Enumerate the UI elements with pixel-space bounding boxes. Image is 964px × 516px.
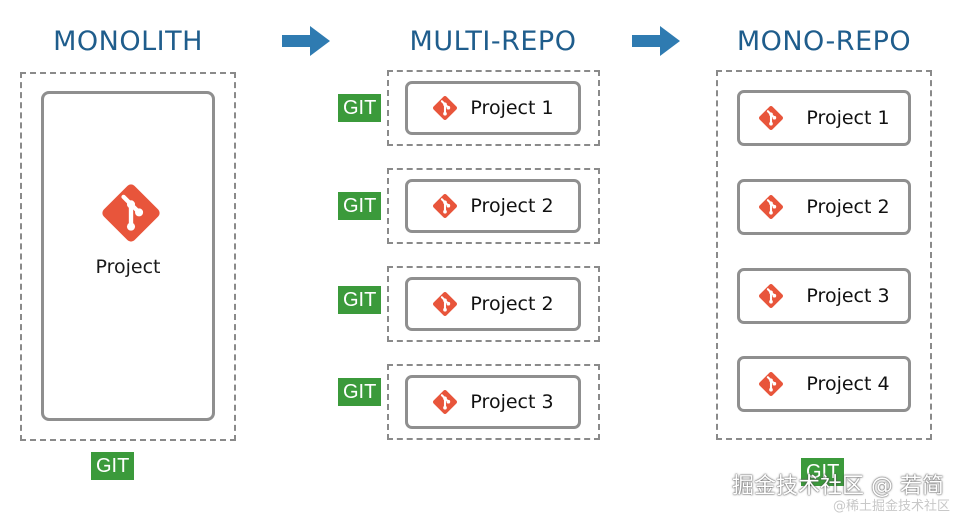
git-logo-icon bbox=[759, 371, 784, 397]
mono-repo-title: MONO-REPO bbox=[736, 26, 912, 57]
multi-repo-project-card-4: Project 3 bbox=[405, 375, 581, 429]
project-label: Project 1 bbox=[470, 97, 554, 119]
project-label: Project 2 bbox=[470, 195, 554, 217]
project-label: Project 3 bbox=[806, 285, 890, 307]
multi-repo-boundary-4 bbox=[387, 364, 600, 440]
git-logo-icon bbox=[759, 105, 784, 131]
multi-repo-git-badge-4: GIT bbox=[338, 378, 382, 406]
multi-repo-boundary-2 bbox=[387, 168, 600, 244]
watermark-sub: @稀土掘金技术社区 bbox=[832, 499, 950, 514]
multi-repo-title: MULTI-REPO bbox=[409, 26, 577, 57]
project-label: Project 4 bbox=[806, 373, 890, 395]
multi-repo-git-badge-1: GIT bbox=[338, 94, 382, 122]
mono-repo-git-badge: GIT bbox=[801, 458, 845, 486]
git-logo-icon bbox=[433, 95, 458, 121]
git-logo-icon bbox=[759, 194, 784, 220]
monolith-git-badge: GIT bbox=[91, 452, 135, 480]
multi-repo-project-card-2: Project 2 bbox=[405, 179, 581, 233]
mono-repo-project-card-4: Project 4 bbox=[737, 356, 911, 412]
git-logo-icon bbox=[433, 193, 458, 219]
mono-repo-boundary bbox=[716, 70, 932, 440]
arrow-right-icon bbox=[632, 26, 680, 56]
git-logo-icon bbox=[433, 389, 458, 415]
project-label: Project 3 bbox=[470, 391, 554, 413]
multi-repo-project-card-3: Project 2 bbox=[405, 277, 581, 331]
git-logo-icon bbox=[433, 291, 458, 317]
multi-repo-boundary-1 bbox=[387, 70, 600, 146]
multi-repo-boundary-3 bbox=[387, 266, 600, 342]
mono-repo-project-card-1: Project 1 bbox=[737, 90, 911, 146]
monolith-project-label: Project bbox=[95, 256, 161, 278]
project-label: Project 2 bbox=[470, 293, 554, 315]
multi-repo-git-badge-2: GIT bbox=[338, 192, 382, 220]
monolith-title: MONOLITH bbox=[53, 26, 203, 57]
project-label: Project 1 bbox=[806, 107, 890, 129]
arrow-right-icon bbox=[282, 26, 330, 56]
monolith-repo-boundary bbox=[20, 72, 236, 441]
mono-repo-project-card-2: Project 2 bbox=[737, 179, 911, 235]
monolith-project-box: Project bbox=[41, 91, 215, 421]
mono-repo-project-card-3: Project 3 bbox=[737, 268, 911, 324]
git-logo-icon bbox=[102, 184, 160, 242]
project-label: Project 2 bbox=[806, 196, 890, 218]
watermark-main: 掘金技术社区 @ 若简 bbox=[732, 474, 944, 499]
git-logo-icon bbox=[759, 283, 784, 309]
multi-repo-git-badge-3: GIT bbox=[338, 286, 382, 314]
multi-repo-project-card-1: Project 1 bbox=[405, 81, 581, 135]
